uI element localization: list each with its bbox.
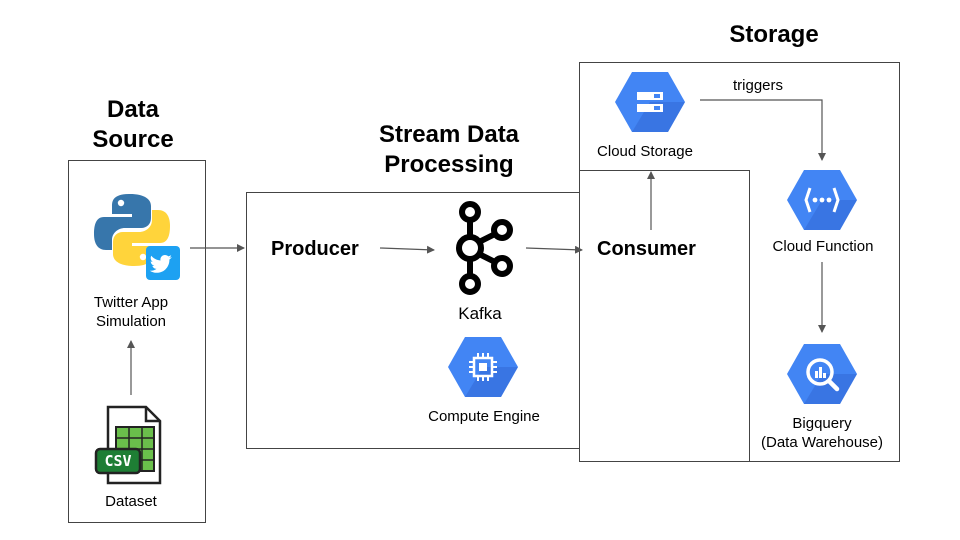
consumer-label: Consumer (597, 238, 696, 260)
storage-title: Storage (729, 21, 819, 48)
bigquery-label-line2: (Data Warehouse) (761, 434, 883, 451)
twitter-app-label: Twitter App Simulation (93, 294, 169, 330)
python-logo-icon (92, 190, 172, 270)
data-source-title: Data Source (92, 96, 174, 153)
cloud-storage-icon (614, 70, 686, 134)
csv-badge-text: CSV (104, 452, 132, 470)
storage-box-inner-edge-h (579, 170, 750, 171)
kafka-label: Kafka (458, 304, 502, 323)
dataset-label: Dataset (105, 493, 157, 510)
triggers-label: triggers (732, 77, 784, 94)
cloud-function-icon (786, 168, 858, 232)
bigquery-label-line1: Bigquery (792, 415, 852, 432)
kafka-logo-icon (452, 200, 516, 296)
cloud-storage-label: Cloud Storage (597, 143, 693, 160)
csv-file-icon: CSV (94, 405, 166, 485)
producer-label: Producer (271, 238, 359, 260)
storage-box-inner-edge-v (749, 170, 750, 462)
data-source-box (68, 160, 206, 523)
stream-processing-title: Stream Data Processing (378, 121, 520, 178)
bigquery-icon (786, 342, 858, 406)
cloud-function-label: Cloud Function (772, 238, 874, 255)
compute-engine-label: Compute Engine (428, 408, 540, 425)
twitter-bird-icon (146, 246, 180, 280)
storage-box (579, 62, 900, 462)
bigquery-label: Bigquery (Data Warehouse) (742, 414, 902, 452)
compute-engine-icon (447, 335, 519, 399)
storage-box-cutout (580, 171, 749, 461)
